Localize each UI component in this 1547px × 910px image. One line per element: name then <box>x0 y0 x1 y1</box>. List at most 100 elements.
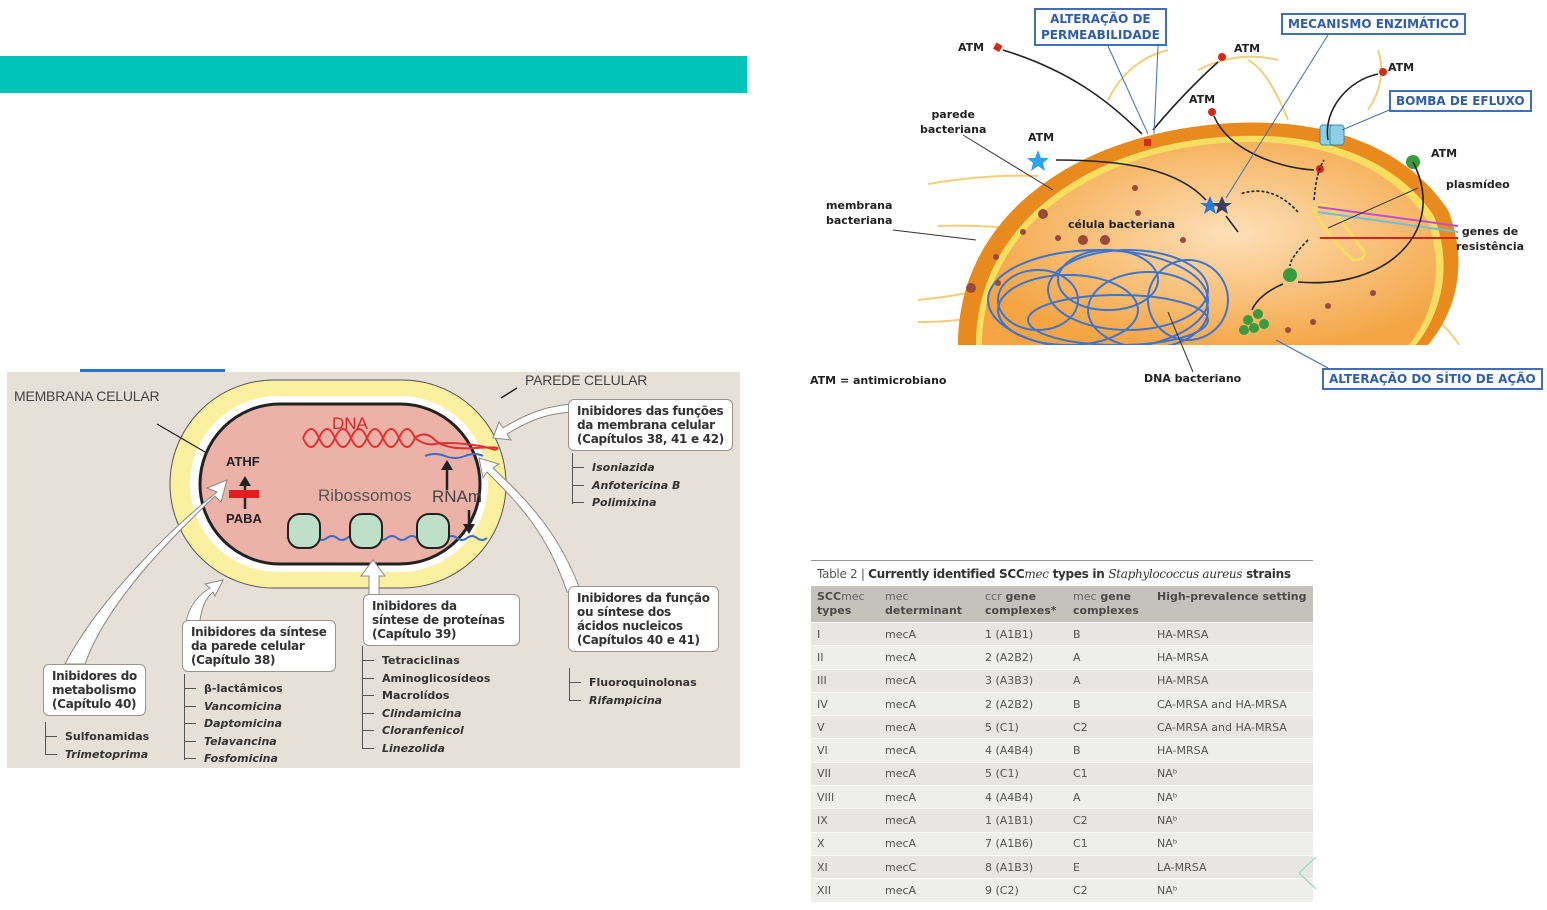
drug-item: Polimixina <box>572 494 680 512</box>
dna-strand-2 <box>302 428 496 451</box>
drug-item: Aminoglicosídeos <box>362 670 490 688</box>
protein-synthesis-inhibitors-list: Tetraciclinas Aminoglicosídeos Macrolído… <box>362 646 490 758</box>
atm-label: ATM <box>1431 147 1458 160</box>
ribosomes-label: Ribossomos <box>318 486 412 505</box>
drug-item: Linezolida <box>362 740 490 758</box>
resistance-genes-label: genes de resistência <box>1456 225 1525 253</box>
table-cell: HA-MRSA <box>1151 668 1313 693</box>
dna-label: DNA <box>332 414 368 433</box>
nucleic-acid-inhibitors-list: Fluoroquinolonas Rifampicina <box>569 668 697 710</box>
table-cell: NAᵇ <box>1151 785 1313 809</box>
table-cell: mecA <box>879 738 979 763</box>
label-pointers <box>892 134 1419 373</box>
table-cell: 4 (A4B4) <box>979 738 1067 763</box>
table-cell: IX <box>811 808 879 833</box>
dna-label: DNA bacteriano <box>1144 372 1242 385</box>
atm-label: ATM <box>1189 93 1216 106</box>
drug-item: Anfotericina B <box>572 477 680 495</box>
table-cell: VIII <box>811 785 879 809</box>
table-cell: C2 <box>1067 878 1151 902</box>
table-cell: mecA <box>879 761 979 786</box>
membrane-label: membrana bacteriana <box>826 199 893 227</box>
slide-prev-arrow-icon[interactable] <box>1296 855 1318 891</box>
table-cell: IV <box>811 691 879 716</box>
wall-synthesis-inhibitors-box: Inibidores da síntese da parede celular … <box>182 620 336 672</box>
table-cell: X <box>811 831 879 856</box>
table-cell: 9 (C2) <box>979 878 1067 902</box>
resistance-mechanisms-diagram: ALTERAÇÃO DE PERMEABILIDADE MECANISMO EN… <box>808 0 1547 395</box>
table-cell: 2 (A2B2) <box>979 645 1067 670</box>
table-cell: VII <box>811 761 879 786</box>
enzymatic-mechanism-box: MECANISMO ENZIMÁTICO <box>1281 13 1467 35</box>
header-accent-bar <box>0 56 747 93</box>
efflux-pump-box: BOMBA DE EFLUXO <box>1389 90 1532 112</box>
drug-item: Macrolídos <box>362 687 490 705</box>
table-cell: mecA <box>879 668 979 693</box>
membrane-inhibitors-box: Inibidores das funções da membrana celul… <box>568 399 733 451</box>
wall-label: PAREDE CELULAR <box>525 372 648 388</box>
protein-synthesis-inhibitors-box: Inibidores da síntese de proteínas (Capí… <box>363 594 520 646</box>
permeability-box: ALTERAÇÃO DE PERMEABILIDADE <box>1034 8 1167 46</box>
table-cell: B <box>1067 738 1151 763</box>
table-cell: A <box>1067 785 1151 809</box>
table-cell: 1 (A1B1) <box>979 621 1067 646</box>
table-cell: NAᵇ <box>1151 808 1313 833</box>
drug-item: Cloranfenicol <box>362 722 490 740</box>
drug-item: Sulfonamidas <box>45 728 149 746</box>
target-site-box: ALTERAÇÃO DO SÍTIO DE AÇÃO <box>1322 368 1543 390</box>
plasmid <box>1311 203 1366 262</box>
drug-item: Isoniazida <box>572 459 680 477</box>
table-cell: HA-MRSA <box>1151 645 1313 670</box>
table-cell: XI <box>811 854 879 879</box>
metabolism-inhibitors-box: Inibidores do metabolismo (Capítulo 40) <box>43 664 146 716</box>
table-cell: mecA <box>879 808 979 833</box>
table-cell: E <box>1067 854 1151 879</box>
nucleic-acid-inhibitors-box: Inibidores da função ou síntese dos ácid… <box>568 586 719 652</box>
drug-item: Trimetoprima <box>45 746 149 764</box>
table-cell: B <box>1067 691 1151 716</box>
table-cell: CA-MRSA and HA-MRSA <box>1151 715 1313 739</box>
legend-label: ATM = antimicrobiano <box>810 374 947 387</box>
cell-label: célula bacteriana <box>1068 218 1176 231</box>
drug-item: Telavancina <box>184 733 283 751</box>
membrane-label: MEMBRANA CELULAR <box>14 388 160 404</box>
atm-label: ATM <box>1234 42 1261 55</box>
table-cell: mecA <box>879 621 979 646</box>
table-cell: LA-MRSA <box>1151 854 1313 879</box>
table-cell: NAᵇ <box>1151 878 1313 902</box>
table-cell: II <box>811 645 879 670</box>
table-cell: C2 <box>1067 715 1151 739</box>
mrna-label: RNAm <box>432 487 483 506</box>
table-cell: mecA <box>879 715 979 739</box>
table-cell: 2 (A2B2) <box>979 691 1067 716</box>
drug-item: Rifampicina <box>569 692 697 710</box>
table-cell: NAᵇ <box>1151 761 1313 786</box>
table-title: Table 2 | Currently identified SCCmec ty… <box>811 560 1313 586</box>
metabolism-inhibitors-list: Sulfonamidas Trimetoprima <box>45 722 149 764</box>
mrna-transcript <box>424 453 484 459</box>
table-cell: I <box>811 621 879 646</box>
wall-synthesis-inhibitors-list: β-lactâmicos Vancomicina Daptomicina Tel… <box>184 674 283 768</box>
table-cell: mecC <box>879 854 979 879</box>
table-cell: 1 (A1B1) <box>979 808 1067 833</box>
table-cell: HA-MRSA <box>1151 621 1313 646</box>
bacterium-illustration <box>808 34 1547 395</box>
drug-item: Vancomicina <box>184 698 283 716</box>
atm-label: ATM <box>1028 131 1055 144</box>
drug-item: Fosfomicina <box>184 750 283 768</box>
table-cell: XII <box>811 878 879 902</box>
ribosome <box>287 513 450 549</box>
drug-item: Daptomicina <box>184 715 283 733</box>
table-cell: 8 (A1B3) <box>979 854 1067 879</box>
